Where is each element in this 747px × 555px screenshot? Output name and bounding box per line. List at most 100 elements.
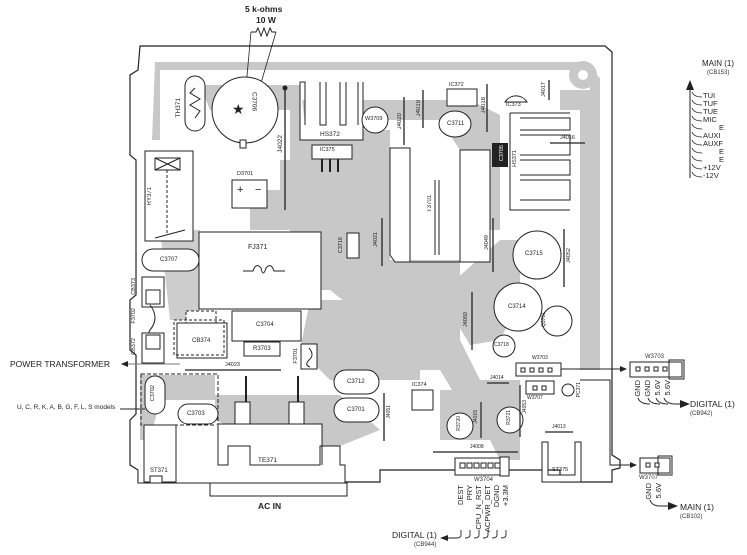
digital-cb944-code: (CB944) [414,542,437,548]
digital-cb942-code: (CB942) [690,411,713,417]
main-top-label: MAIN (1) [702,59,734,68]
w3703-external-name: W3703 [645,354,665,360]
arrow-right-icon [680,400,690,408]
c3701-outline [333,397,380,423]
w3707-external-pins [645,462,660,468]
pc371-outline [561,383,575,397]
r3703-outline [243,341,281,357]
w3707-board-pins [532,385,547,391]
fj371-outline [198,231,322,310]
digital-cb944-label: DIGITAL (1) [392,530,437,540]
ref-cb374: CB374 [192,338,211,344]
ref-j4020: J4020 [397,113,403,130]
ref-cb372: CB372 [131,338,137,355]
f3701-outline [300,343,318,370]
ref-t3701: T3701 [427,195,433,213]
cb374-cap [185,310,217,324]
d3701-body [231,179,268,209]
w3703-signal: GND [643,380,652,397]
w3704-latch [499,456,510,477]
r3720-outline [446,412,474,440]
ac-in-label: AC IN [258,501,282,511]
r3721-outline [496,406,524,434]
w3704-pins [459,462,501,469]
main-top-code: (CB153) [707,70,730,76]
resistor-5k-symbol [251,26,276,38]
ref-c3716: C3716 [338,237,344,254]
ref-j4014: J4014 [490,375,504,381]
ref-j4050: J4050 [463,312,469,327]
st371-outline [143,424,177,483]
ref-c3704: C3704 [256,322,274,328]
signal: E [719,155,725,164]
ref-j4049: J4049 [484,235,490,250]
ref-c3714: C3714 [508,304,526,310]
ref-pc371: PC371 [576,382,582,398]
w3704-wires [445,530,507,539]
arrow-right-icon [630,462,637,468]
c3712-outline [333,369,380,395]
signal: AUXI [703,131,721,140]
arrow-left-icon [440,535,448,541]
arrow-right-icon [668,502,678,510]
w3707-cable [580,379,635,466]
w3707-board-connector [525,380,555,395]
w3703-wires [637,397,684,405]
signal: +12V [703,163,721,172]
ic372-body [446,88,478,107]
c3706-polarity-mark [239,139,247,149]
w3704-signal: PRY [465,485,474,501]
w3707-external-name: W3707 [639,475,659,481]
hs372-outline [299,81,364,141]
w3703-board-pins [520,367,553,373]
te371-outline [137,423,346,484]
w3707-signal: 5.6V [654,483,663,499]
ref-j4008: J4008 [470,444,484,450]
c3706-outline [211,76,279,144]
w3704-signal: DGND [492,485,501,508]
w3704-signal: ACPWR_DET [483,485,492,533]
ref-j4019: J4019 [416,100,422,117]
w3709-outline [361,106,389,134]
minus-icon: − [255,184,261,196]
ref-c3702: C3702 [150,385,156,402]
resistor-value-label: 5 k-ohms [245,4,283,14]
w3703-signal: 5.6V [653,380,662,396]
ref-hs371: HS371 [512,150,518,167]
ref-c3711: C3711 [447,121,465,127]
signal: E [719,123,725,132]
st375-outline [541,441,582,483]
thermistor-symbol [189,87,201,119]
w3704-signal: DEST [456,485,465,506]
ref-w3707-board: W3707 [527,395,543,401]
ref-c3715: C3715 [525,251,543,257]
ref-c3712: C3712 [347,379,365,385]
digital-cb942-label: DIGITAL (1) [690,399,735,409]
ref-j4016: J4016 [560,135,575,141]
ref-c3703: C3703 [187,411,205,417]
ref-j4017: J4017 [541,82,547,97]
arrow-right-icon [620,366,627,372]
te371-terminal [234,401,251,425]
ref-j4051: J4051 [386,405,392,419]
c3718-outline [492,334,516,358]
arrow-left-icon [121,361,128,367]
arrow-up-icon [686,80,694,90]
w3707-signal: GND [644,483,653,500]
ref-ic372: IC372 [449,82,464,88]
c3705-body [492,143,508,167]
star-mark-icon: ★ [232,101,245,117]
t3701-outline [389,147,491,263]
inductor-symbol [243,265,285,274]
hs371-outline [509,112,571,211]
ref-c3718: C3718 [494,342,509,348]
th371-outline [184,75,206,132]
ref-d3701: D3701 [237,171,254,177]
w3707-wires [649,499,670,507]
cb373-inner [145,289,161,305]
ref-j4018: J4018 [481,97,487,114]
signal: TUF [703,99,718,108]
ref-ic373: IC373 [506,102,521,108]
ref-r3721: R3721 [506,410,512,425]
